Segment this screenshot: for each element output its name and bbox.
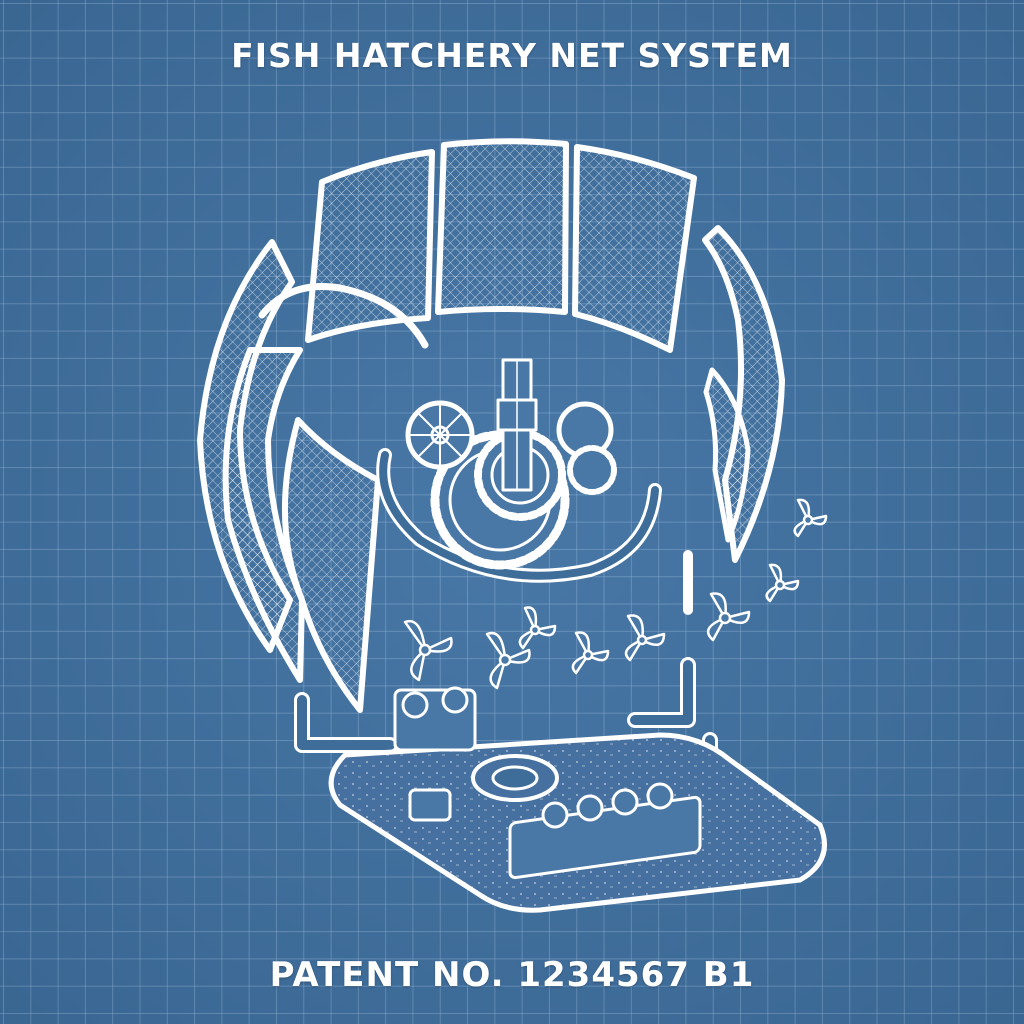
net-panel-top-left	[305, 149, 435, 343]
page-title: FISH HATCHERY NET SYSTEM	[231, 36, 793, 75]
net-panel-top-center	[435, 138, 569, 315]
support-ring	[376, 448, 662, 583]
fan-5	[624, 614, 666, 662]
net-panel-left-middle	[222, 347, 305, 683]
valve-block	[508, 782, 702, 880]
gear-assembly	[405, 358, 617, 570]
fan-2	[485, 631, 531, 690]
gear-small-right	[567, 445, 617, 495]
fan-1	[403, 619, 453, 682]
net-panel-left-front	[282, 417, 381, 713]
fan-6	[706, 592, 751, 642]
fans	[403, 498, 828, 690]
fan-7	[765, 563, 800, 603]
base-plate	[328, 686, 827, 913]
pump-unit	[393, 686, 477, 822]
fan-8	[793, 498, 828, 538]
net-panel-right-inner	[703, 367, 751, 543]
fan-3	[518, 606, 557, 650]
fan-4	[571, 631, 610, 675]
net-panel-top-right	[572, 144, 697, 353]
net-panel-right-outer	[702, 225, 785, 563]
patent-number: PATENT NO. 1234567 B1	[269, 955, 755, 995]
overhead-pipe	[258, 283, 429, 349]
